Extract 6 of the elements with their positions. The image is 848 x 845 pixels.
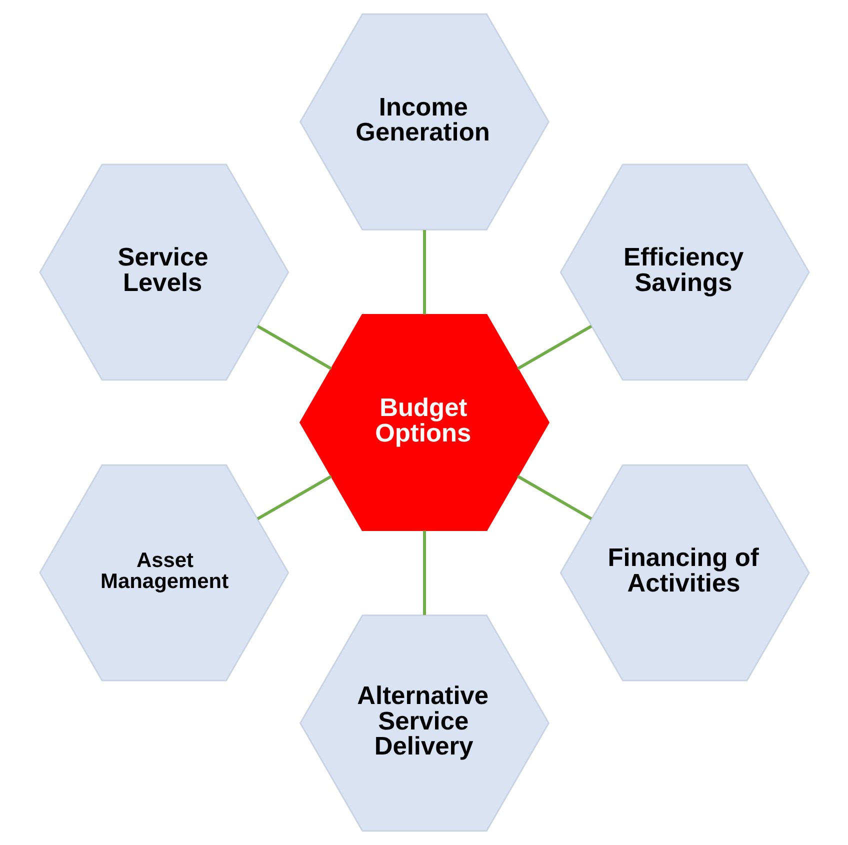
connector xyxy=(516,324,592,370)
connector xyxy=(256,324,332,370)
connector xyxy=(422,530,426,615)
connector xyxy=(256,475,332,520)
connector xyxy=(516,475,592,520)
connector xyxy=(422,230,426,314)
